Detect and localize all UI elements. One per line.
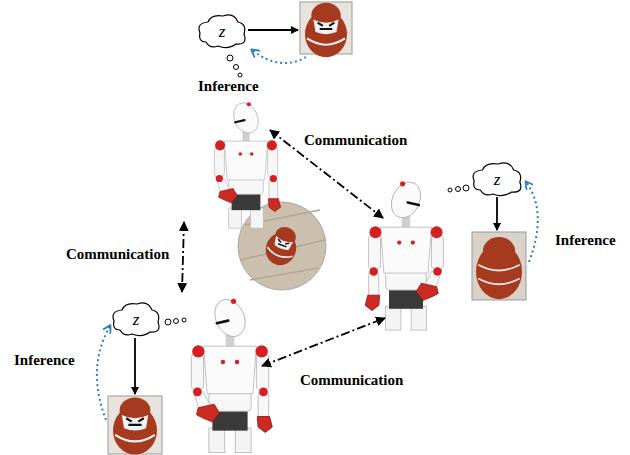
arrow-label: Communication xyxy=(64,246,171,263)
photo-frame xyxy=(472,232,526,300)
arrow-label: Inference xyxy=(196,78,261,95)
thought-dot xyxy=(174,319,179,324)
thought-dot xyxy=(182,318,186,322)
arrow-label: Inference xyxy=(12,352,77,369)
robot-top xyxy=(214,99,280,228)
thought-cloud: z xyxy=(196,12,248,50)
arrow-label: Inference xyxy=(553,232,618,249)
thought-dot xyxy=(234,65,239,70)
thought-dot xyxy=(463,185,469,191)
toy-figure xyxy=(305,3,347,58)
thought-dot xyxy=(227,55,233,61)
toy-figure xyxy=(261,223,303,270)
latent-variable: z xyxy=(219,23,226,40)
arrow-label: Communication xyxy=(298,372,405,389)
communication-line xyxy=(262,318,385,366)
thought-dots xyxy=(165,55,469,325)
arrow-label: Communication xyxy=(302,132,409,149)
toy-stripe xyxy=(478,265,519,285)
toy-head xyxy=(483,237,515,265)
inference-arrow xyxy=(526,182,538,262)
photo-frame xyxy=(108,396,162,454)
generation-arrow xyxy=(496,197,498,230)
cloud-shape xyxy=(473,163,521,196)
toy-figure xyxy=(113,397,157,454)
latent-variable: z xyxy=(494,171,501,188)
photo-top xyxy=(300,2,352,57)
inference-arrow xyxy=(252,50,306,63)
toy-back xyxy=(476,237,522,299)
communication-line xyxy=(182,222,184,292)
latent-variable: z xyxy=(133,311,140,328)
cloud-shape xyxy=(113,303,159,336)
cloud-shape xyxy=(199,15,245,48)
robot-right xyxy=(365,177,443,330)
thought-cloud: z xyxy=(110,300,162,338)
generation-arrow xyxy=(134,338,136,394)
photo-bottom xyxy=(108,396,162,455)
thought-cloud: z xyxy=(470,160,524,198)
thought-dot xyxy=(165,319,171,325)
generation-arrow xyxy=(248,29,298,31)
thought-dot xyxy=(456,187,461,192)
thought-dot xyxy=(448,188,452,192)
robot-bottom xyxy=(191,295,272,453)
thought-dot xyxy=(238,73,242,77)
inference-arrow xyxy=(97,326,110,420)
photo-right xyxy=(472,232,526,300)
